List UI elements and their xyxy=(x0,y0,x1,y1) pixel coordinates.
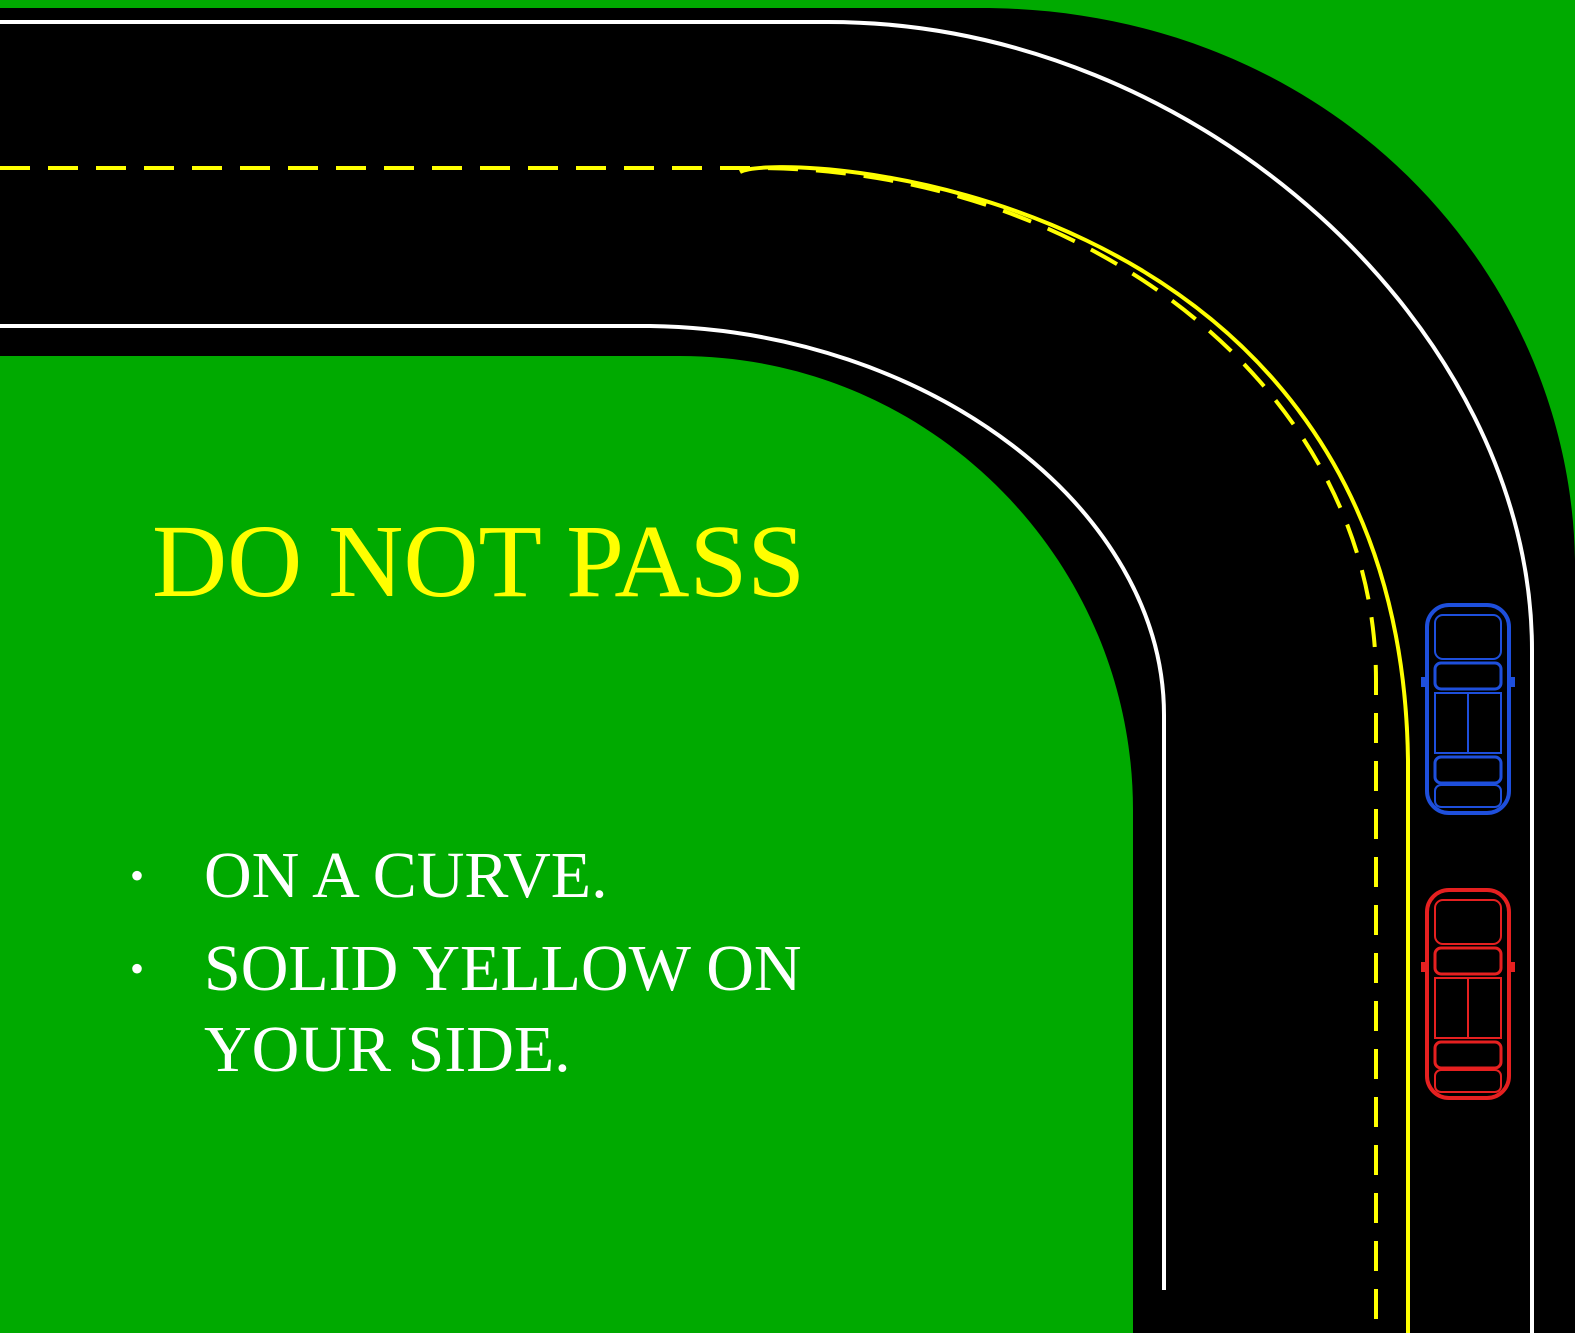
bullet-text: ON A CURVE. xyxy=(204,839,608,912)
bullet-list: • ON A CURVE. • SOLID YELLOW ON YOUR SID… xyxy=(130,835,850,1102)
bullet-text: SOLID YELLOW ON YOUR SIDE. xyxy=(204,932,802,1086)
bullet-item: • ON A CURVE. xyxy=(130,835,850,916)
bullet-item: • SOLID YELLOW ON YOUR SIDE. xyxy=(130,928,850,1090)
bullet-icon: • xyxy=(130,835,144,916)
slide-title: DO NOT PASS xyxy=(152,505,805,619)
bullet-icon: • xyxy=(130,928,144,1009)
